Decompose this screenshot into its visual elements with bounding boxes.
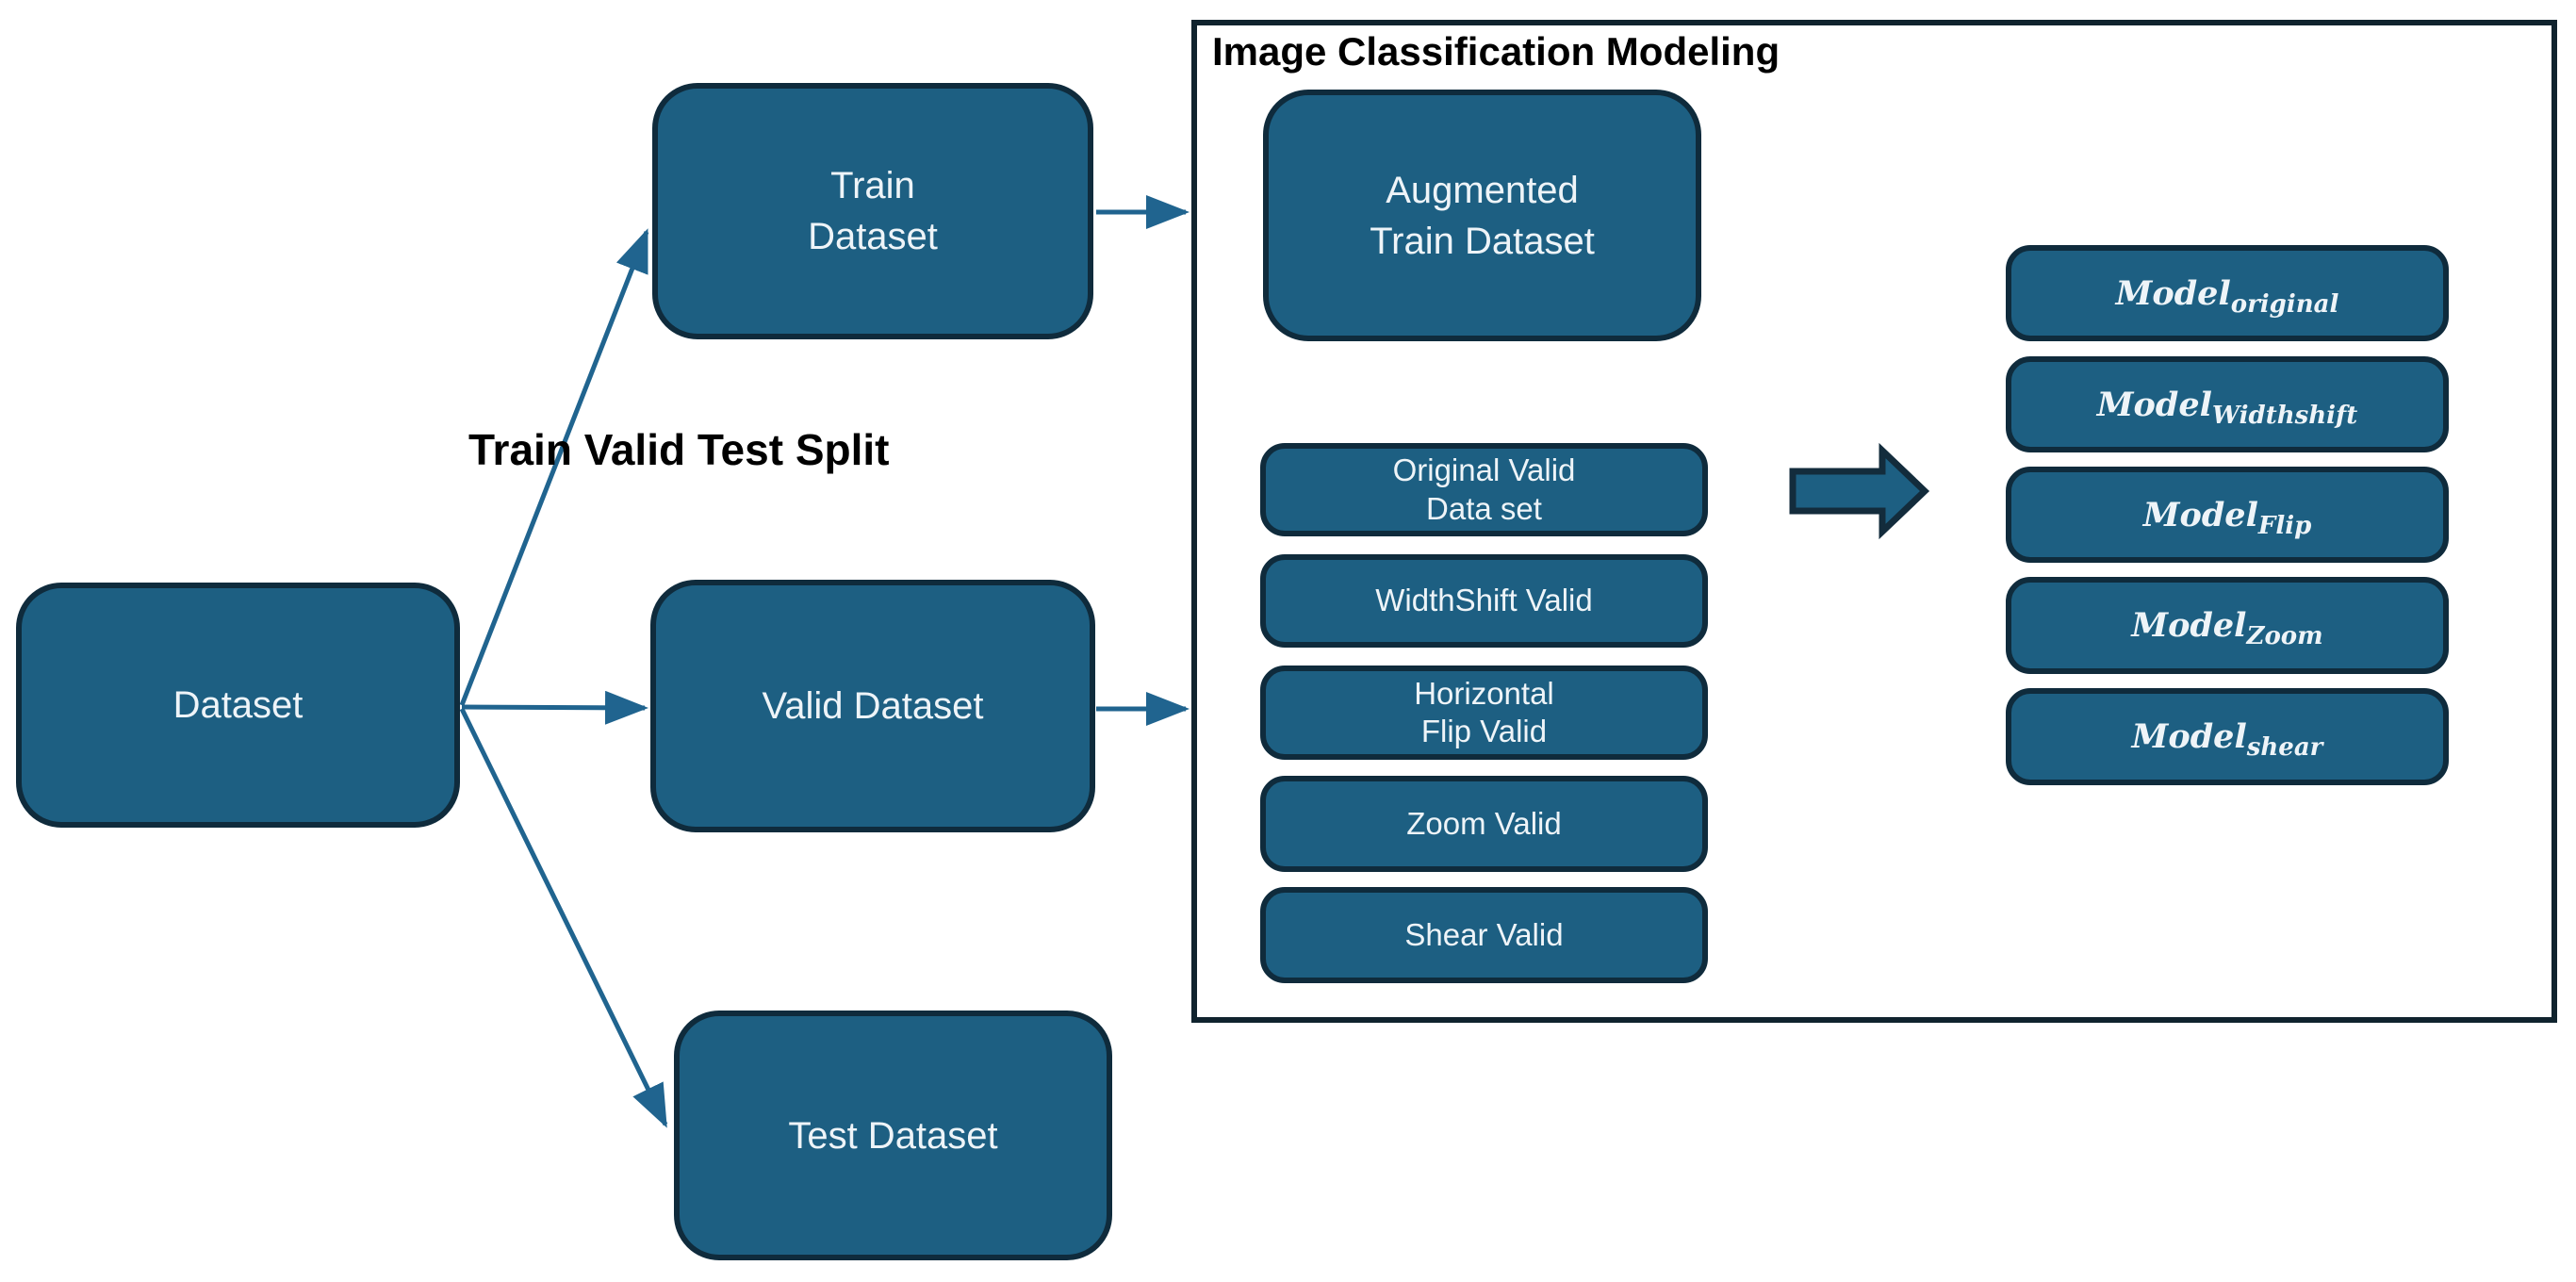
node-test-dataset: Test Dataset [674, 1011, 1112, 1260]
image-classification-modeling-box: Image Classification Modeling [1191, 20, 2557, 1023]
node-train-dataset: Train Dataset [652, 83, 1093, 339]
arrow-dataset-to-test-dataset [459, 707, 668, 1128]
node-widthshift-valid: WidthShift Valid [1260, 554, 1708, 648]
node-model-zoom: ModelZoom [2006, 577, 2449, 674]
node-horizontal-flip-valid: Horizontal Flip Valid [1260, 666, 1708, 760]
node-shear-valid: Shear Valid [1260, 887, 1708, 983]
node-model-shear: Modelshear [2006, 688, 2449, 785]
node-original-valid-dataset: Original Valid Data set [1260, 443, 1708, 536]
model-label: Modeloriginal [2115, 273, 2339, 319]
node-dataset: Dataset [16, 583, 460, 828]
model-label: Modelshear [2131, 717, 2323, 762]
model-label: ModelWidthshift [2096, 385, 2358, 430]
model-label: ModelZoom [2131, 606, 2323, 650]
train-valid-test-split-label: Train Valid Test Split [468, 425, 890, 474]
arrow-dataset-to-train-dataset [459, 228, 649, 706]
node-valid-dataset: Valid Dataset [650, 580, 1095, 832]
node-augmented-train-dataset: Augmented Train Dataset [1263, 90, 1701, 341]
node-model-flip: ModelFlip [2006, 467, 2449, 563]
block-arrow-valid-sets-to-models [1789, 442, 1930, 540]
arrow-dataset-to-valid-dataset [461, 690, 648, 725]
node-zoom-valid: Zoom Valid [1260, 776, 1708, 872]
node-model-original: Modeloriginal [2006, 245, 2449, 341]
modeling-box-title: Image Classification Modeling [1212, 29, 1780, 74]
model-label: ModelFlip [2142, 495, 2312, 540]
node-model-widthshift: ModelWidthshift [2006, 356, 2449, 452]
